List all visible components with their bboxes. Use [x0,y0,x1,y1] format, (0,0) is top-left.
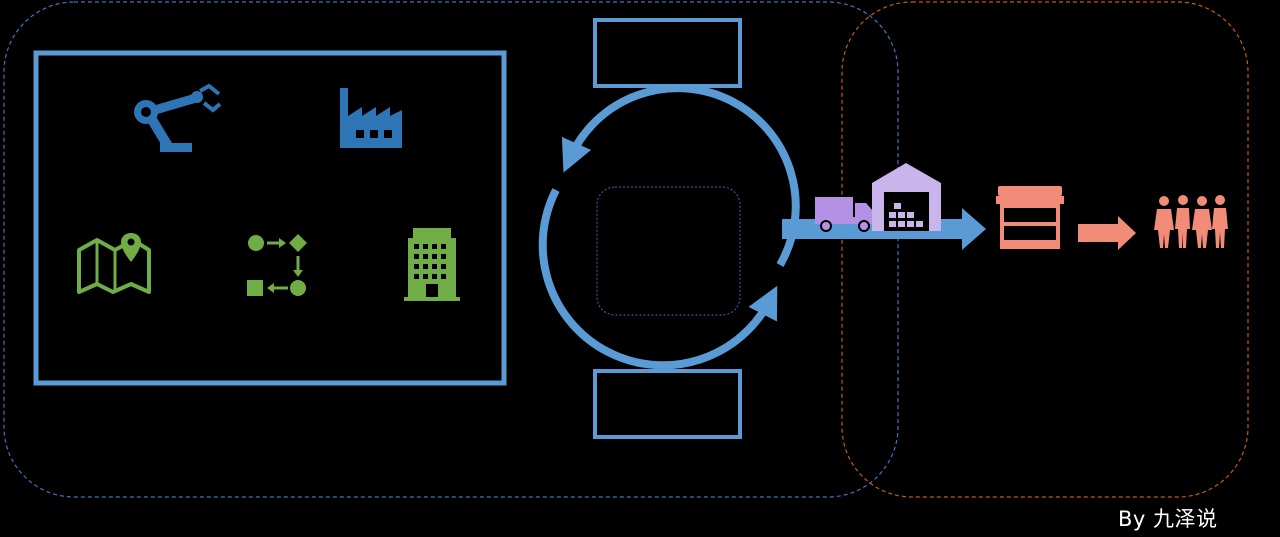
capability-box [33,50,507,386]
delivery-truck-icon [815,197,874,232]
cycle-core-box [596,186,741,316]
top-label-box [593,18,742,88]
warehouse-icon [872,163,941,231]
right-region-outline [841,1,1249,498]
robot-arm-icon [134,83,222,152]
left-region-outline [3,1,899,498]
factory-icon [340,88,402,148]
flowchart-icon [247,234,307,296]
author-credit: By 九泽说 [1118,507,1218,531]
map-pin-icon [77,233,151,294]
people-group-icon [1154,195,1228,248]
cycle-arc-upper [561,84,800,267]
arrow-to-customers [1078,216,1136,250]
cycle-arc-lower [538,188,778,370]
store-icon [996,186,1064,249]
bottom-label-box [593,369,742,439]
office-building-icon [404,228,460,301]
